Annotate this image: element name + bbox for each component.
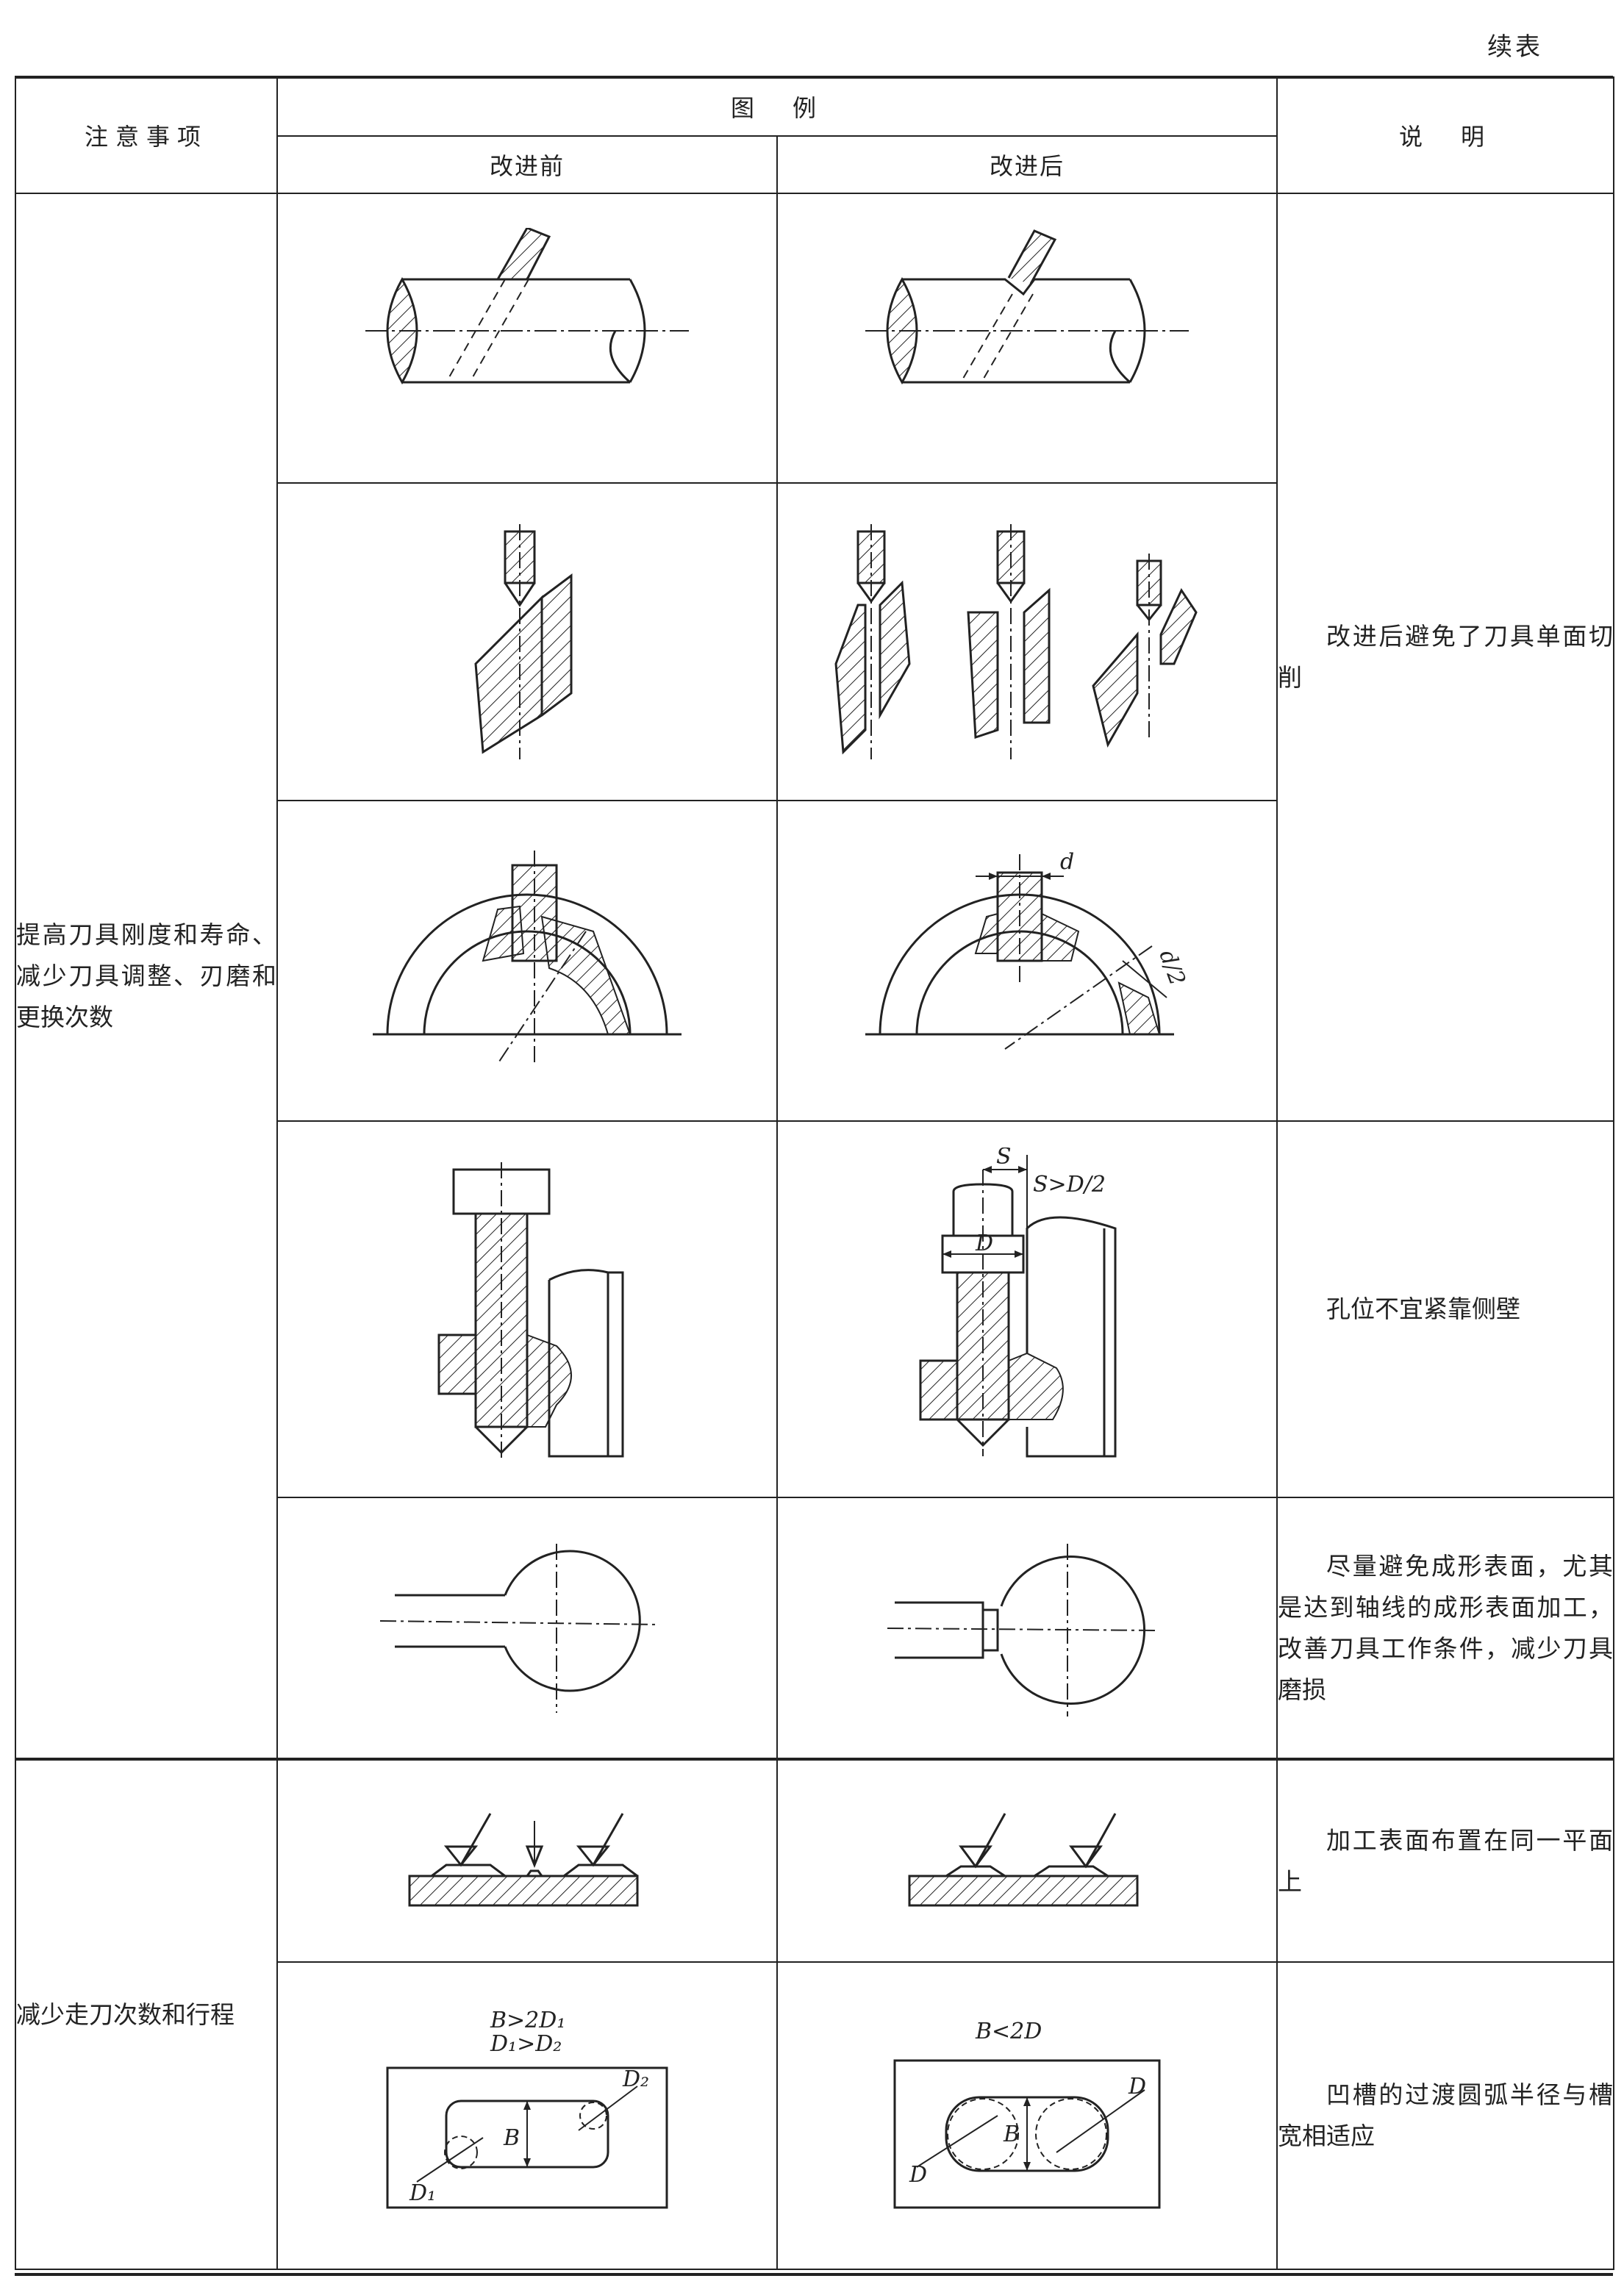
label-D2: D₂: [622, 2066, 649, 2092]
fig-inclined-surface-before: [276, 482, 778, 801]
label-B-after: B: [1003, 2122, 1020, 2147]
header-after: 改进后: [776, 135, 1278, 194]
fig-ball-after: [776, 1497, 1278, 1760]
header-desc: 说 明: [1276, 76, 1615, 194]
label-d: d: [1060, 851, 1074, 875]
section1-note: 提高刀具刚度和寿命、减少刀具调整、刃磨和更换次数: [15, 193, 278, 1760]
header-figure: 图 例: [276, 76, 1278, 137]
fig-sidewall-before: [276, 1120, 778, 1498]
desc-row4: 孔位不宜紧靠侧壁: [1276, 1120, 1615, 1498]
label-D-after-1: D: [909, 2162, 927, 2188]
desc-row7: 凹槽的过渡圆弧半径与槽宽相适应: [1276, 1961, 1615, 2270]
fig-slot-before: B>2D₁ D₁>D₂ B D₁ D₂: [276, 1961, 778, 2270]
label-d-half: d/2: [1153, 947, 1189, 989]
table-bottom-rule: [15, 2273, 1613, 2276]
desc-row6: 加工表面布置在同一平面上: [1276, 1758, 1615, 1963]
table-top-rule: [15, 76, 1613, 79]
fig-ball-before: [276, 1497, 778, 1760]
label-s-cond: S>D/2: [1033, 1172, 1106, 1198]
fig-same-plane-before: [276, 1758, 778, 1963]
label-D: D: [975, 1231, 993, 1256]
section2-note: 减少走刀次数和行程: [15, 1758, 278, 2270]
fig-inclined-surface-after: [776, 482, 1278, 801]
continued-label: 续表: [1487, 32, 1543, 62]
desc-row1: 改进后避免了刀具单面切削: [1276, 193, 1615, 1122]
design-guideline-table: 注意事项 图 例 说 明 改进前 改进后 提高刀具刚度和寿命、减少刀具调整、刃磨…: [15, 76, 1615, 2270]
header-before: 改进前: [276, 135, 778, 194]
desc-row5: 尽量避免成形表面，尤其是达到轴线的成形表面加工，改善刀具工作条件，减少刀具磨损: [1276, 1497, 1615, 1760]
fig-inclined-hole-after: [776, 193, 1278, 484]
fig-same-plane-after: [776, 1758, 1278, 1963]
label-after-cond: B<2D: [975, 2019, 1042, 2044]
fig-slot-after: B<2D B D D: [776, 1961, 1278, 2270]
fig-arch-hole-after: d d/2: [776, 800, 1278, 1122]
label-before-cond1: B>2D₁: [490, 2008, 565, 2033]
fig-sidewall-after: S S>D/2 D: [776, 1120, 1278, 1498]
fig-arch-hole-before: [276, 800, 778, 1122]
fig-inclined-hole-before: [276, 193, 778, 484]
header-note: 注意事项: [15, 76, 278, 194]
label-before-cond2: D₁>D₂: [490, 2031, 562, 2057]
label-D-after-2: D: [1128, 2074, 1146, 2099]
label-B-before: B: [503, 2125, 520, 2151]
label-D1: D₁: [409, 2180, 436, 2206]
label-s: S: [996, 1148, 1012, 1170]
